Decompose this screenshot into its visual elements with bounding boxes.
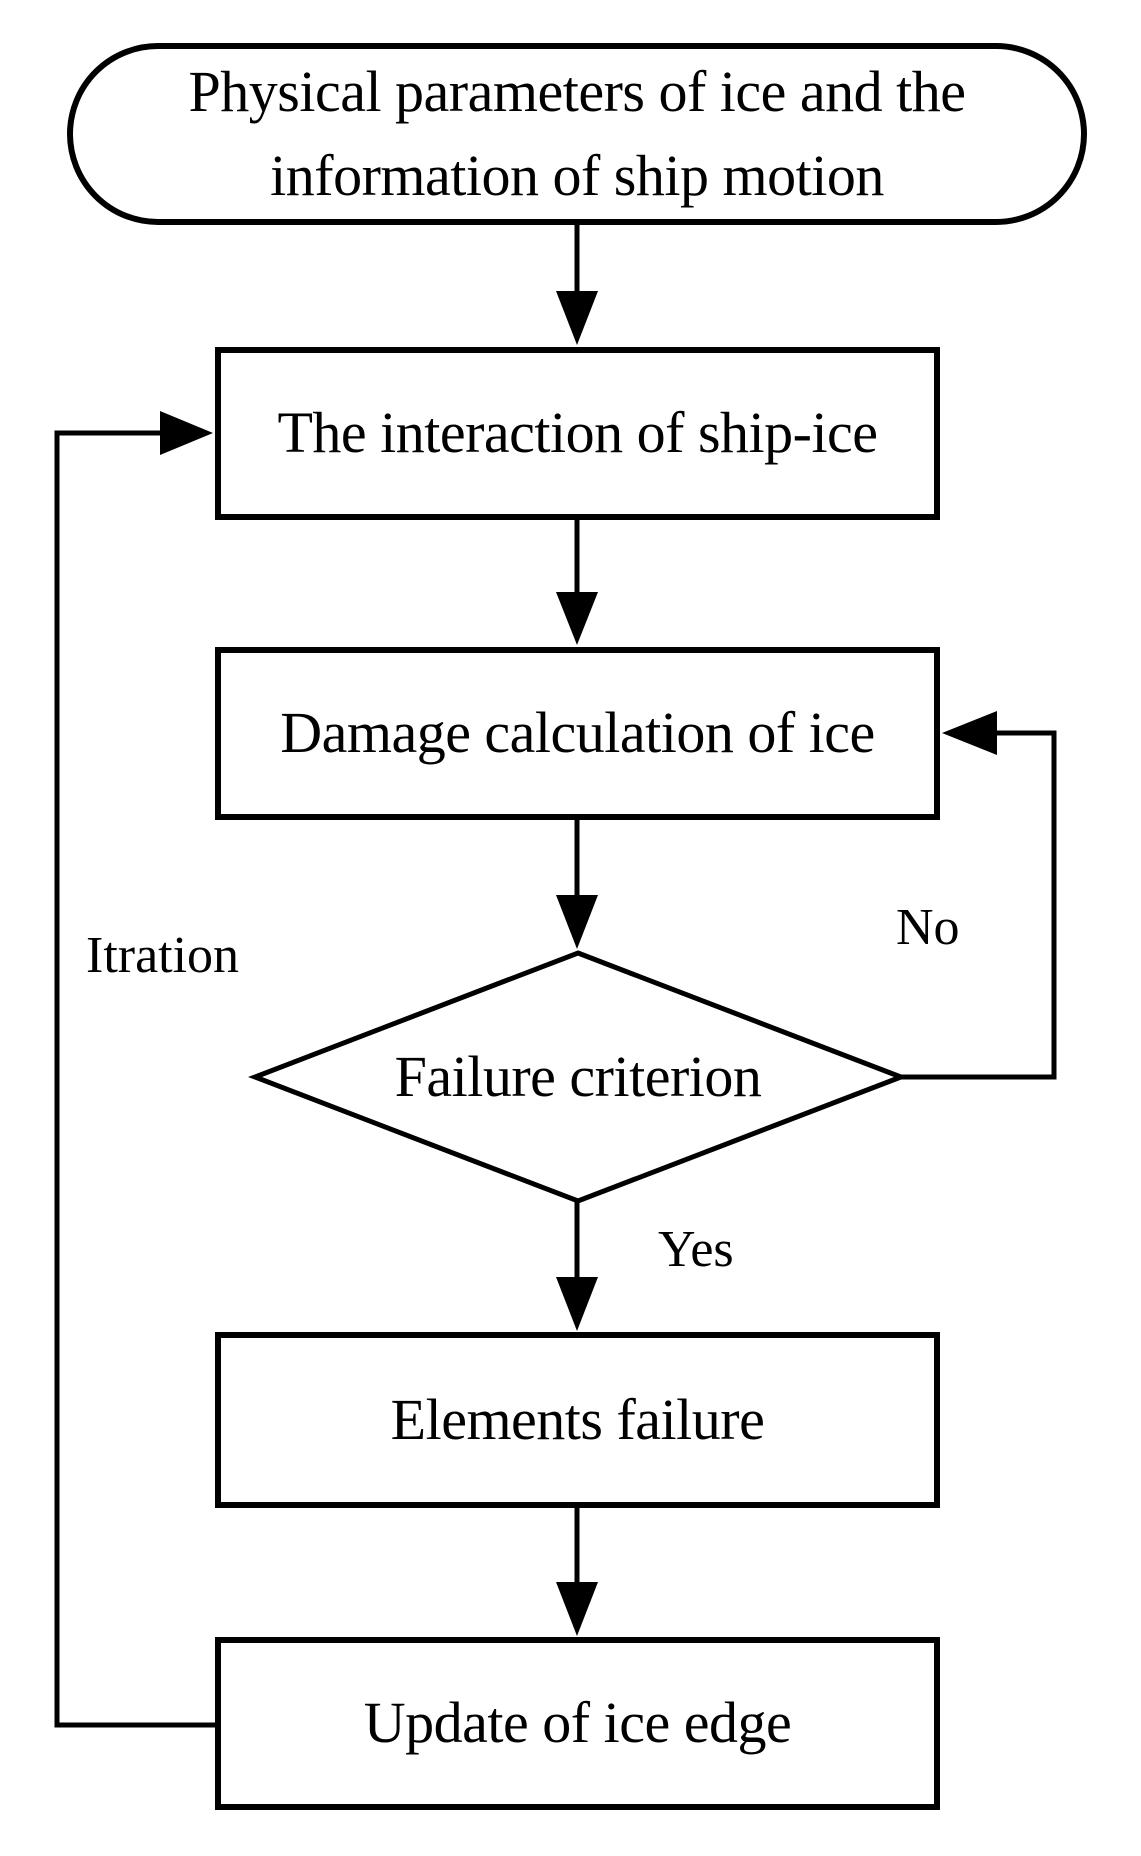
- arrowhead-elements-to-update: [556, 1582, 598, 1636]
- damage-node-shape: [215, 647, 940, 820]
- arrowhead-iteration-loop-to-interaction: [160, 411, 213, 455]
- arrowhead-decision-to-elements-yes: [556, 1277, 598, 1331]
- damage-node-label: Damage calculation of ice: [280, 700, 875, 766]
- arrowhead-start-to-interaction: [556, 291, 598, 345]
- arrowhead-damage-to-decision: [556, 895, 598, 949]
- iteration-edge-label: Itration: [86, 927, 240, 984]
- arrowhead-interaction-to-damage: [556, 592, 598, 645]
- start-node-label: Physical parameters of ice and the infor…: [67, 43, 1087, 225]
- arrowhead-no-loop-to-damage: [942, 711, 997, 755]
- elements-node-label: Elements failure: [390, 1386, 765, 1452]
- update-node-shape: [215, 1637, 940, 1810]
- no-loop-line: [901, 730, 1057, 1080]
- start-node-stadium-shape: [67, 43, 1087, 225]
- yes-edge-label: Yes: [658, 1221, 734, 1278]
- start-node-label-line1: Physical parameters of ice and the: [188, 58, 966, 124]
- no-edge-label: No: [896, 899, 960, 956]
- interaction-node-label: The interaction of ship-ice: [277, 400, 878, 466]
- update-node-label: Update of ice edge: [363, 1690, 792, 1756]
- decision-node-label: Failure criterion: [394, 1044, 762, 1110]
- start-node-label-line2: information of ship motion: [270, 143, 884, 208]
- elements-node-shape: [215, 1332, 940, 1508]
- iteration-loop-line: [54, 430, 215, 1728]
- interaction-node-shape: [215, 347, 940, 520]
